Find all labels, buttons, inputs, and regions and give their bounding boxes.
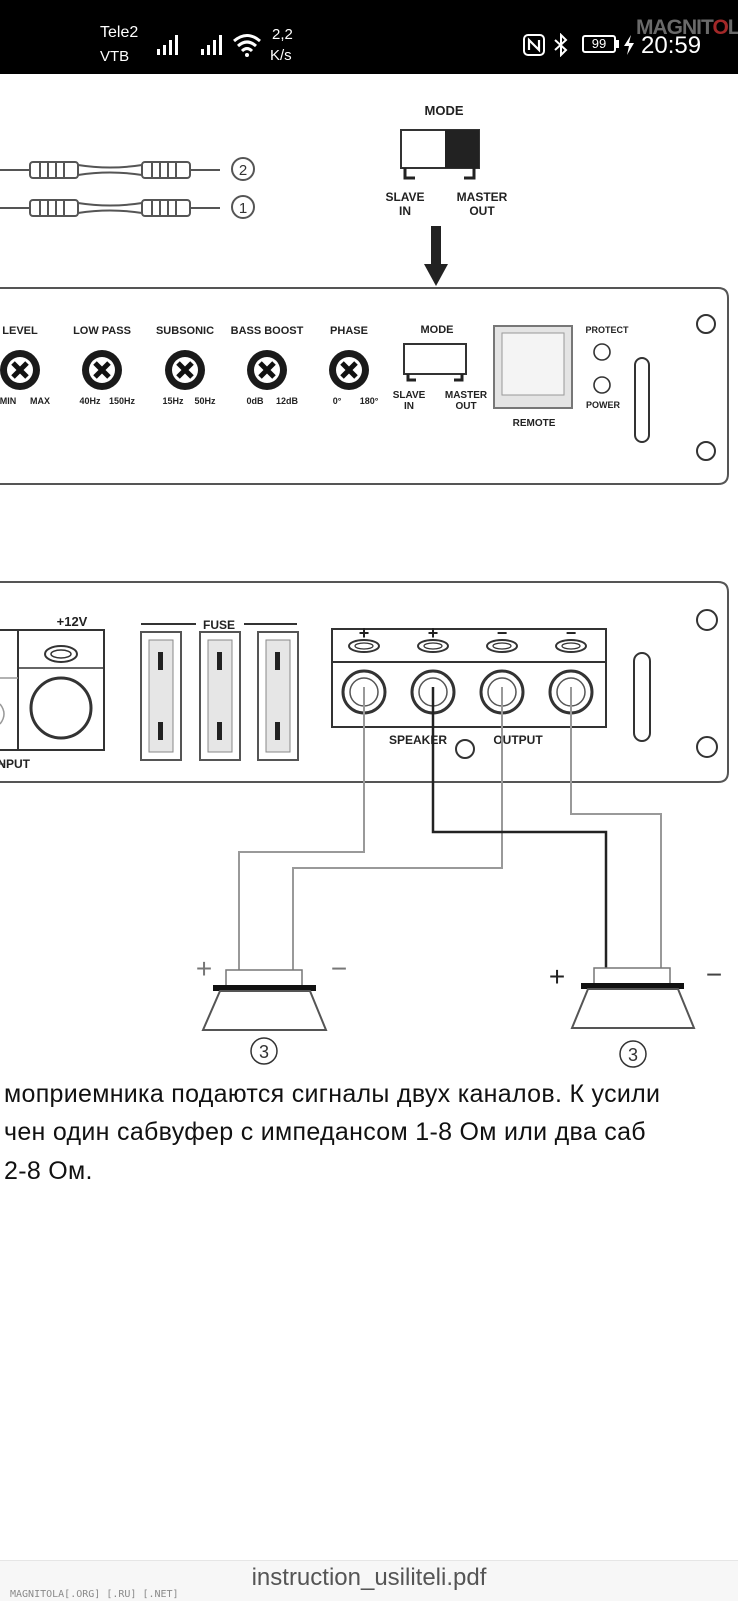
wiring-diagram: 2 1 MODE SLAVE IN MASTER OUT LEVEL MIN MAX… xyxy=(0,103,729,1068)
mode-switch-large xyxy=(400,129,480,180)
carrier-sim2: VTB xyxy=(100,48,130,65)
speaker-left-plus: + xyxy=(196,953,212,984)
subwoofer-left xyxy=(201,969,328,1065)
output-label: OUTPUT xyxy=(493,733,543,747)
terminal-polarity-label: + xyxy=(428,623,439,643)
signal-icon xyxy=(201,35,222,55)
battery-tip xyxy=(616,40,619,48)
wifi-icon xyxy=(233,34,261,57)
bluetooth-icon xyxy=(554,33,568,57)
speaker-label: SPEAKER xyxy=(389,733,447,747)
pdf-page[interactable]: 2 1 MODE SLAVE IN MASTER OUT LEVEL MIN MAX… xyxy=(0,74,738,1560)
speaker-left-number: 3 xyxy=(259,1042,269,1062)
protect-label: PROTECT xyxy=(585,325,629,335)
terminal-screw xyxy=(555,639,587,653)
speaker-right-minus: − xyxy=(706,959,722,990)
speaker-terminals: + + − − xyxy=(341,623,594,715)
carrier-name: Tele2 xyxy=(100,24,139,41)
knob-max-label: 180° xyxy=(360,396,379,406)
remote-label: REMOTE xyxy=(513,418,556,429)
knob-max-label: MAX xyxy=(30,396,50,406)
power-label: POWER xyxy=(586,400,621,410)
front-panel-knobs: LEVEL MIN MAX LOW PASS 40Hz 150Hz SUBSONIC 15Hz… xyxy=(0,325,379,406)
knob-cross-icon xyxy=(11,361,29,379)
knob-max-label: 50Hz xyxy=(194,396,216,406)
protect-led xyxy=(593,343,611,361)
mode-switch-small xyxy=(403,343,467,382)
battery-icon: 99 xyxy=(582,35,616,53)
speaker-right-number: 3 xyxy=(628,1045,638,1065)
power-led xyxy=(593,376,611,394)
knob-label: LEVEL xyxy=(2,325,38,337)
knob-max-label: 12dB xyxy=(276,396,299,406)
terminal-polarity-label: + xyxy=(359,623,370,643)
remote-port xyxy=(493,325,573,409)
terminal-screw xyxy=(417,639,449,653)
fuse-label: FUSE xyxy=(203,618,235,632)
bottom-bar: MAGNITOLA[.ORG] [.RU] [.NET] xyxy=(0,1560,738,1601)
nfc-icon xyxy=(523,34,545,56)
mode-panel-slave: SLAVE xyxy=(393,390,426,401)
connector-label-1: 1 xyxy=(239,200,247,217)
knob-min-label: MIN xyxy=(0,396,16,406)
document-filename[interactable]: instruction_usiliteli.pdf xyxy=(251,1564,487,1591)
knob-cross-icon xyxy=(176,361,194,379)
site-watermark: MAGNITOLA[.ORG] [.RU] [.NET] xyxy=(10,1589,179,1600)
input-label: INPUT xyxy=(0,757,31,771)
mode-top-title: MODE xyxy=(425,103,464,118)
signal-icon xyxy=(157,35,178,55)
mode-top-out: OUT xyxy=(469,204,495,218)
terminal-screw-inner xyxy=(354,642,374,650)
terminal-screw-inner xyxy=(492,642,512,650)
knob-min-label: 40Hz xyxy=(79,396,101,406)
mode-top-master: MASTER xyxy=(457,190,508,204)
knob-cross-icon xyxy=(93,361,111,379)
knob-label: SUBSONIC xyxy=(156,325,214,337)
logo-text-accent: O xyxy=(712,16,728,39)
terminal-polarity-label: − xyxy=(497,623,508,643)
power-12v-label: +12V xyxy=(57,614,88,629)
status-bar: Tele2 VTB 2,2 K/s 99 20:59 MAGNITOLA xyxy=(0,0,738,74)
knob-min-label: 0dB xyxy=(246,396,264,406)
speaker-wires xyxy=(238,687,662,972)
terminal-screw xyxy=(348,639,380,653)
logo-text-part1: MAGNIT xyxy=(636,16,713,39)
network-speed-unit: K/s xyxy=(270,47,292,64)
paragraph-line-2: чен один сабвуфер с импедансом 1-8 Ом ил… xyxy=(4,1118,646,1146)
paragraph-line-1: моприемника подаются сигналы двух канало… xyxy=(4,1080,661,1108)
mode-top-in: IN xyxy=(399,204,411,218)
clock: 20:59 xyxy=(641,32,702,59)
terminal-screw xyxy=(486,639,518,653)
connector-label-2: 2 xyxy=(239,162,247,179)
knob-label: BASS BOOST xyxy=(231,325,304,337)
amplifier-rear-panel xyxy=(0,581,729,783)
charging-icon xyxy=(624,35,634,55)
speaker-right-plus: + xyxy=(549,961,565,992)
knob-label: PHASE xyxy=(330,325,368,337)
terminal-polarity-label: − xyxy=(566,623,577,643)
site-logo-watermark: MAGNITOLA xyxy=(636,16,738,40)
paragraph-line-3: 2-8 Ом. xyxy=(4,1157,93,1185)
knob-label: LOW PASS xyxy=(73,325,131,337)
network-speed-value: 2,2 xyxy=(272,26,293,43)
mode-panel-title: MODE xyxy=(421,324,454,336)
knob-cross-icon xyxy=(340,361,358,379)
mode-panel-out: OUT xyxy=(455,401,476,412)
mode-top-slave: SLAVE xyxy=(385,190,424,204)
subwoofer-right xyxy=(570,967,696,1068)
knob-max-label: 150Hz xyxy=(109,396,136,406)
arrow-down-icon xyxy=(424,226,448,286)
terminal-screw-inner xyxy=(561,642,581,650)
rca-cables xyxy=(0,157,255,219)
terminal-screw-inner xyxy=(423,642,443,650)
mode-panel-master: MASTER xyxy=(445,390,488,401)
knob-cross-icon xyxy=(258,361,276,379)
knob-min-label: 0° xyxy=(333,396,342,406)
speaker-left-minus: − xyxy=(331,953,347,984)
logo-text-part2: LA xyxy=(727,16,738,39)
knob-min-label: 15Hz xyxy=(162,396,184,406)
mode-panel-in: IN xyxy=(404,401,414,412)
